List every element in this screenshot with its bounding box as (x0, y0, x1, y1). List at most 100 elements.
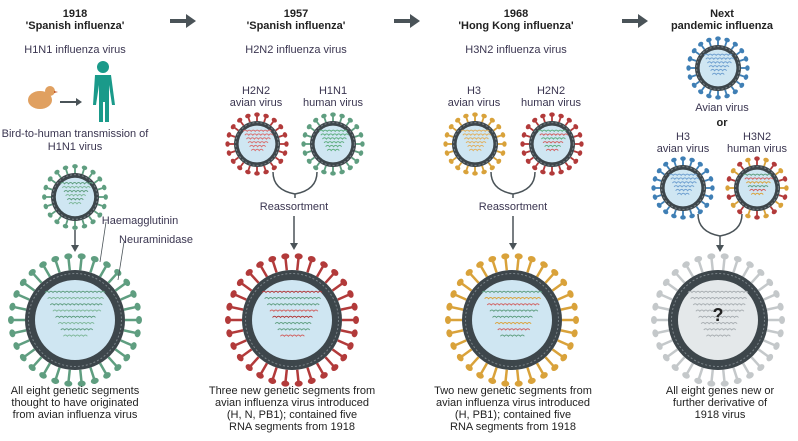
spike-icon (715, 95, 721, 100)
spike-icon (64, 253, 73, 260)
spike-icon (651, 316, 657, 324)
spike-icon (446, 302, 453, 311)
spike-icon (689, 157, 695, 163)
spike-icon (62, 223, 69, 229)
spike-icon (784, 185, 789, 191)
spike-icon (488, 377, 497, 384)
col2-caption-2: avian influenza virus introduced (214, 397, 370, 409)
col4-name: pandemic influenza (670, 20, 774, 32)
h1n1-human-virus (301, 112, 365, 176)
spike-icon (726, 194, 732, 200)
spike-icon (339, 113, 345, 119)
spike-icon (558, 113, 564, 119)
spike-icon (313, 165, 319, 171)
spike-icon (77, 380, 86, 387)
spike-icon (72, 164, 78, 169)
spike-icon (307, 377, 316, 384)
spike-icon (766, 353, 774, 362)
spike-icon (456, 353, 464, 362)
spike-icon (47, 176, 53, 182)
spike-icon (754, 156, 760, 161)
spike-icon (779, 316, 785, 324)
spike-icon (225, 316, 231, 324)
spike-icon (773, 290, 780, 298)
h3n2-1968-virus (445, 253, 579, 387)
col1-caption-1: All eight genetic segments (10, 385, 140, 397)
spike-icon (19, 278, 27, 287)
spike-icon (694, 377, 703, 384)
spike-icon (81, 165, 88, 171)
spike-icon (489, 165, 495, 171)
haemagglutinin-label: Haemagglutinin (101, 215, 179, 227)
spike-icon (682, 372, 690, 379)
spike-icon (782, 194, 788, 200)
spike-icon (302, 150, 308, 156)
spike-icon (90, 219, 96, 225)
spike-icon (730, 168, 736, 174)
spike-icon (47, 212, 53, 218)
spike-icon (90, 377, 99, 384)
spike-icon (754, 215, 760, 220)
spike-icon (331, 364, 339, 372)
spike-icon (302, 132, 308, 138)
spike-icon (237, 117, 243, 123)
spike-icon (567, 290, 574, 298)
spike-icon (254, 171, 260, 176)
spike-icon (707, 253, 716, 260)
spike-icon (682, 261, 690, 268)
spike-icon (746, 261, 754, 268)
spike-icon (710, 185, 715, 191)
spike-icon (558, 169, 564, 175)
spike-icon (777, 329, 784, 338)
spike-icon (353, 316, 359, 324)
spike-icon (321, 169, 327, 175)
spike-icon (745, 65, 750, 71)
spike-icon (652, 302, 659, 311)
spike-icon (282, 132, 288, 138)
next-h3n2-human-virus (725, 156, 789, 220)
col2-year: 1957 (283, 8, 309, 20)
spike-icon (103, 194, 108, 200)
spike-icon (340, 278, 348, 287)
spike-icon (101, 184, 107, 191)
spike-icon (720, 253, 729, 260)
spike-icon (354, 124, 360, 130)
spike-icon (254, 112, 260, 117)
spike-icon (777, 302, 784, 311)
col3-caption-2: avian influenza virus introduced (435, 397, 591, 409)
spike-icon (347, 290, 354, 298)
spike-icon (134, 329, 141, 338)
timeline-arrow-icon (170, 14, 196, 28)
spike-icon (739, 48, 745, 54)
spike-icon (443, 141, 448, 147)
spike-icon (704, 168, 710, 174)
spike-icon (64, 380, 73, 387)
col2-name: 'Spanish influenza' (246, 20, 346, 32)
spike-icon (236, 353, 244, 362)
down-arrow-icon (716, 245, 724, 252)
reassortment-join-icon (490, 171, 536, 198)
spike-icon (90, 256, 99, 263)
spike-icon (278, 158, 284, 164)
spike-icon (656, 342, 663, 350)
spike-icon (455, 117, 461, 123)
spike-icon (445, 316, 451, 324)
spike-icon (320, 261, 328, 268)
spike-icon (481, 113, 487, 119)
col2-caption-1: Three new genetic segments from (208, 385, 376, 397)
spike-icon (549, 171, 555, 176)
spike-icon (230, 290, 237, 298)
col4-parent1-type: H3 (675, 131, 691, 143)
spike-icon (294, 253, 303, 260)
spike-icon (771, 161, 777, 167)
spike-icon (43, 203, 49, 210)
spike-icon (766, 278, 774, 287)
spike-icon (321, 113, 327, 119)
spike-icon (560, 353, 568, 362)
col3-parent1-type: H3 (466, 85, 482, 97)
spike-icon (245, 113, 251, 119)
spike-icon (39, 372, 47, 379)
spike-icon (732, 41, 738, 47)
spike-icon (51, 377, 60, 384)
